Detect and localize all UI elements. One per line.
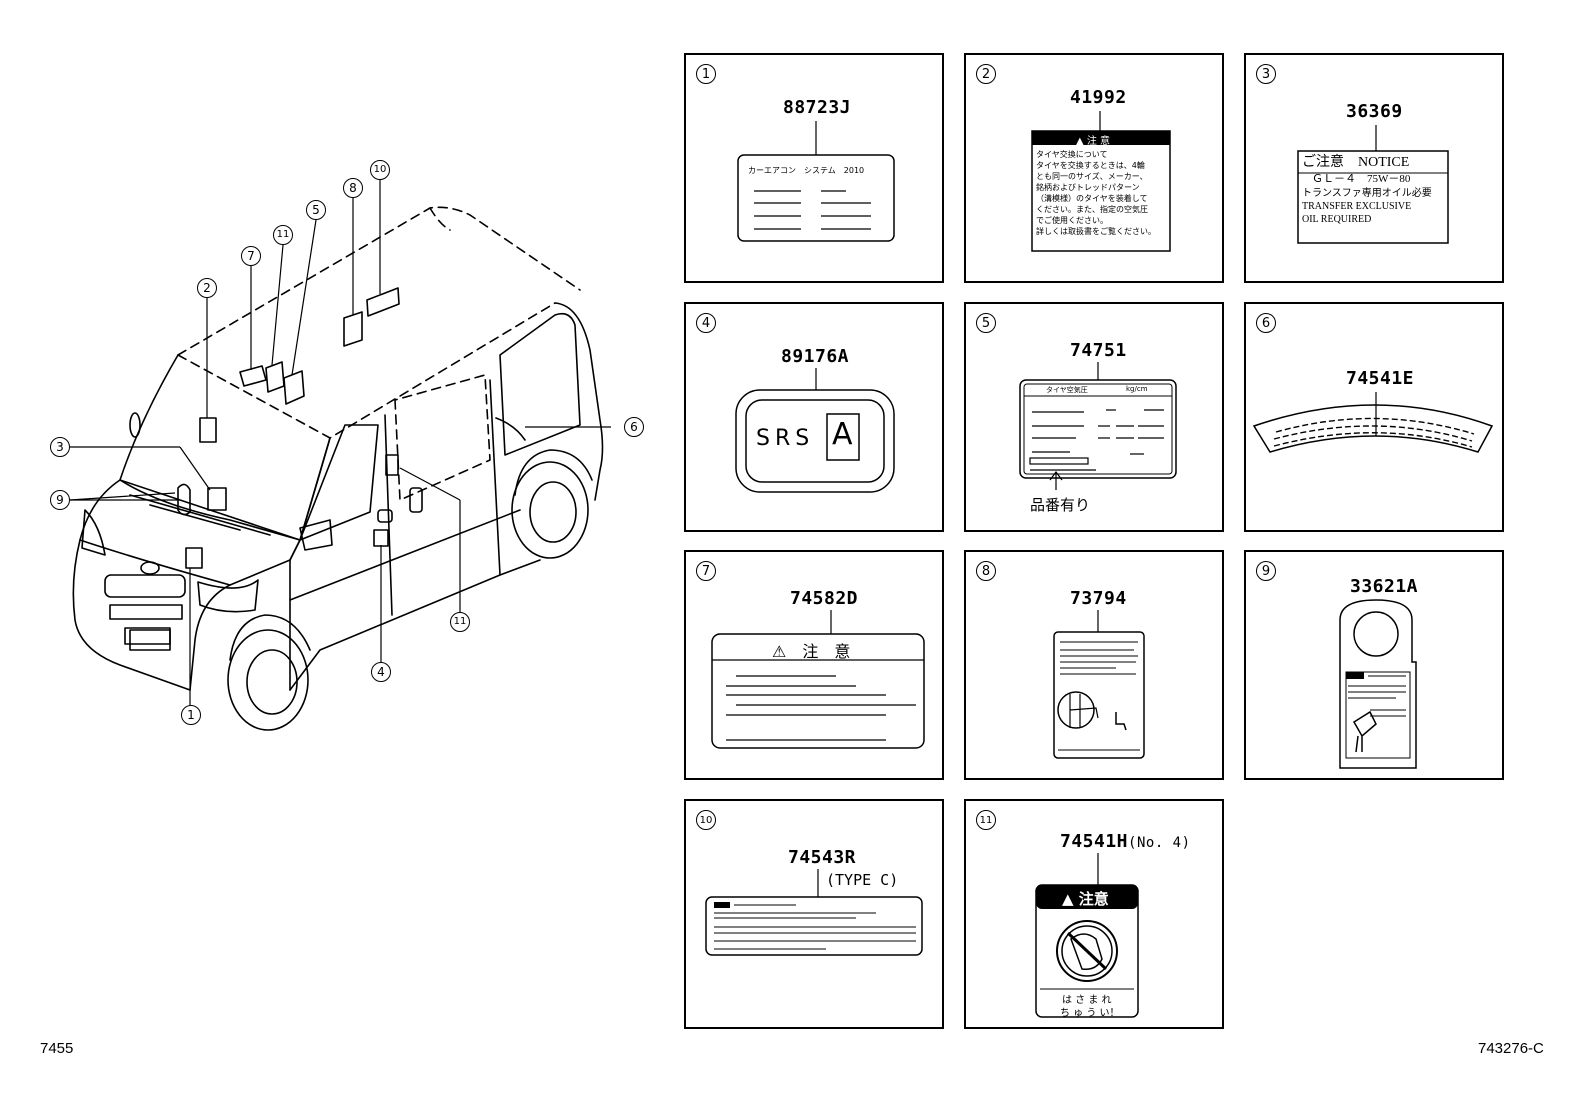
part-number: 74541H(No. 4) — [1060, 831, 1191, 852]
part-number: 74543R — [788, 847, 857, 868]
callout-4: 4 — [371, 662, 391, 682]
label-11-header: ▲ 注意 — [1062, 888, 1109, 909]
callout-2: 2 — [197, 278, 217, 298]
part-number: 73794 — [1070, 588, 1127, 609]
label-2-line: とも同一のサイズ、メーカー、 — [1036, 172, 1148, 181]
label-panel-10: 10 74543R (TYPE C) — [684, 799, 944, 1029]
label-1-title: カーエアコン システム 2010 — [748, 166, 865, 175]
label-panel-2: 2 41992 ▲ 注 意 タイヤ交換について タイヤを交換するときは、4輪 と… — [964, 53, 1224, 283]
drawing-code-left: 7455 — [40, 1040, 74, 1057]
panel-number: 9 — [1256, 561, 1276, 581]
label-panel-8: 8 73794 — [964, 550, 1224, 780]
label-4-illustration — [735, 368, 895, 493]
label-panel-6: 6 74541E — [1244, 302, 1504, 532]
label-6-illustration — [1252, 392, 1494, 453]
label-2-line: タイヤを交換するときは、4輪 — [1036, 161, 1145, 170]
label-panel-1: 1 88723J カーエアコン システム 2010 — [684, 53, 944, 283]
label-5-header-a: タイヤ空気圧 — [1046, 386, 1088, 394]
label-5-note: 品番有り — [1030, 496, 1091, 514]
label-3-line: トランスファ専用オイル必要 — [1302, 188, 1432, 199]
label-2-line: （溝模様）のタイヤを装着して — [1036, 194, 1148, 203]
label-2-header: ▲ 注 意 — [1076, 136, 1111, 147]
label-9-illustration — [1339, 599, 1417, 769]
part-number: 74582D — [790, 588, 859, 609]
label-11-footer-b: ち ゅ う い！ — [1060, 1008, 1120, 1019]
callout-8: 8 — [343, 178, 363, 198]
panel-number: 2 — [976, 64, 996, 84]
label-2-line: でご使用ください。 — [1036, 216, 1108, 225]
label-5-header-b: kg/cm — [1126, 385, 1148, 393]
label-2-line: 詳しくは取扱書をご覧ください。 — [1036, 227, 1156, 236]
label-3-line: TRANSFER EXCLUSIVE — [1302, 201, 1412, 212]
callout-3: 3 — [50, 437, 70, 457]
panel-number: 4 — [696, 313, 716, 333]
panel-number: 3 — [1256, 64, 1276, 84]
callout-1: 1 — [181, 705, 201, 725]
label-3-illustration — [1297, 125, 1449, 244]
label-panel-9: 9 33621A — [1244, 550, 1504, 780]
warning-triangle-icon: ▲ — [1062, 890, 1079, 908]
part-number: 74751 — [1070, 340, 1127, 361]
label-3-line: ＧＬ－４ 75W－80 — [1312, 173, 1411, 185]
label-11-footer-a: は さ ま れ — [1062, 995, 1112, 1006]
part-number: 36369 — [1346, 101, 1403, 122]
part-number: 41992 — [1070, 87, 1127, 108]
callout-10: 10 — [370, 160, 390, 180]
panel-number: 1 — [696, 64, 716, 84]
label-3-body: ご注意 NOTICE ＧＬ－４ 75W－80 トランスファ専用オイル必要 TRA… — [1302, 153, 1448, 226]
label-8-illustration — [1053, 610, 1145, 759]
label-10-illustration — [705, 869, 923, 956]
label-7-header: ⚠ 注 意 — [772, 642, 851, 661]
drawing-code-right: 743276-C — [1478, 1040, 1544, 1057]
part-number: 74541E — [1346, 368, 1415, 389]
part-number: 89176A — [781, 346, 850, 367]
label-11-illustration — [1035, 853, 1139, 1018]
panel-number: 7 — [696, 561, 716, 581]
srs-text: SRS — [756, 426, 815, 451]
callout-11-side: 11 — [450, 612, 470, 632]
label-1-illustration — [737, 121, 895, 242]
label-7-illustration — [711, 610, 925, 749]
label-panel-5: 5 74751 タイヤ空気圧 kg/cm 品番有り — [964, 302, 1224, 532]
callout-5: 5 — [306, 200, 326, 220]
callout-11-top: 11 — [273, 225, 293, 245]
label-2-line: 銘柄およびトレッドパターン — [1036, 183, 1140, 192]
label-panel-4: 4 89176A SRS A — [684, 302, 944, 532]
callout-6: 6 — [624, 417, 644, 437]
label-2-line: タイヤ交換について — [1036, 150, 1108, 159]
label-panel-3: 3 36369 ご注意 NOTICE ＧＬ－４ 75W－80 トランスファ専用オ… — [1244, 53, 1504, 283]
label-3-line: ご注意 NOTICE — [1302, 155, 1410, 170]
panel-number: 6 — [1256, 313, 1276, 333]
van-illustration — [69, 180, 611, 731]
part-number-main: 74541H — [1060, 831, 1129, 852]
part-number: 88723J — [783, 97, 852, 118]
part-number-suffix: (No. 4) — [1128, 835, 1191, 851]
label-5-illustration — [1019, 362, 1177, 490]
panel-number: 10 — [696, 810, 716, 830]
panel-number: 5 — [976, 313, 996, 333]
callout-7: 7 — [241, 246, 261, 266]
srs-box-letter: A — [832, 417, 853, 452]
panel-number: 11 — [976, 810, 996, 830]
label-2-illustration — [1031, 111, 1171, 252]
label-2-line: ください。また、指定の空気圧 — [1036, 205, 1148, 214]
label-11-header-text: 注意 — [1078, 890, 1109, 908]
callout-9: 9 — [50, 490, 70, 510]
label-panel-7: 7 74582D ⚠ 注 意 — [684, 550, 944, 780]
type-note: (TYPE C) — [826, 871, 899, 889]
part-number: 33621A — [1350, 576, 1419, 597]
panel-number: 8 — [976, 561, 996, 581]
label-3-line: OIL REQUIRED — [1302, 214, 1372, 225]
label-2-body: タイヤ交換について タイヤを交換するときは、4輪 とも同一のサイズ、メーカー、 … — [1036, 149, 1168, 237]
label-panel-11: 11 74541H(No. 4) ▲ 注意 は さ ま れ ち ゅ う い！ — [964, 799, 1224, 1029]
